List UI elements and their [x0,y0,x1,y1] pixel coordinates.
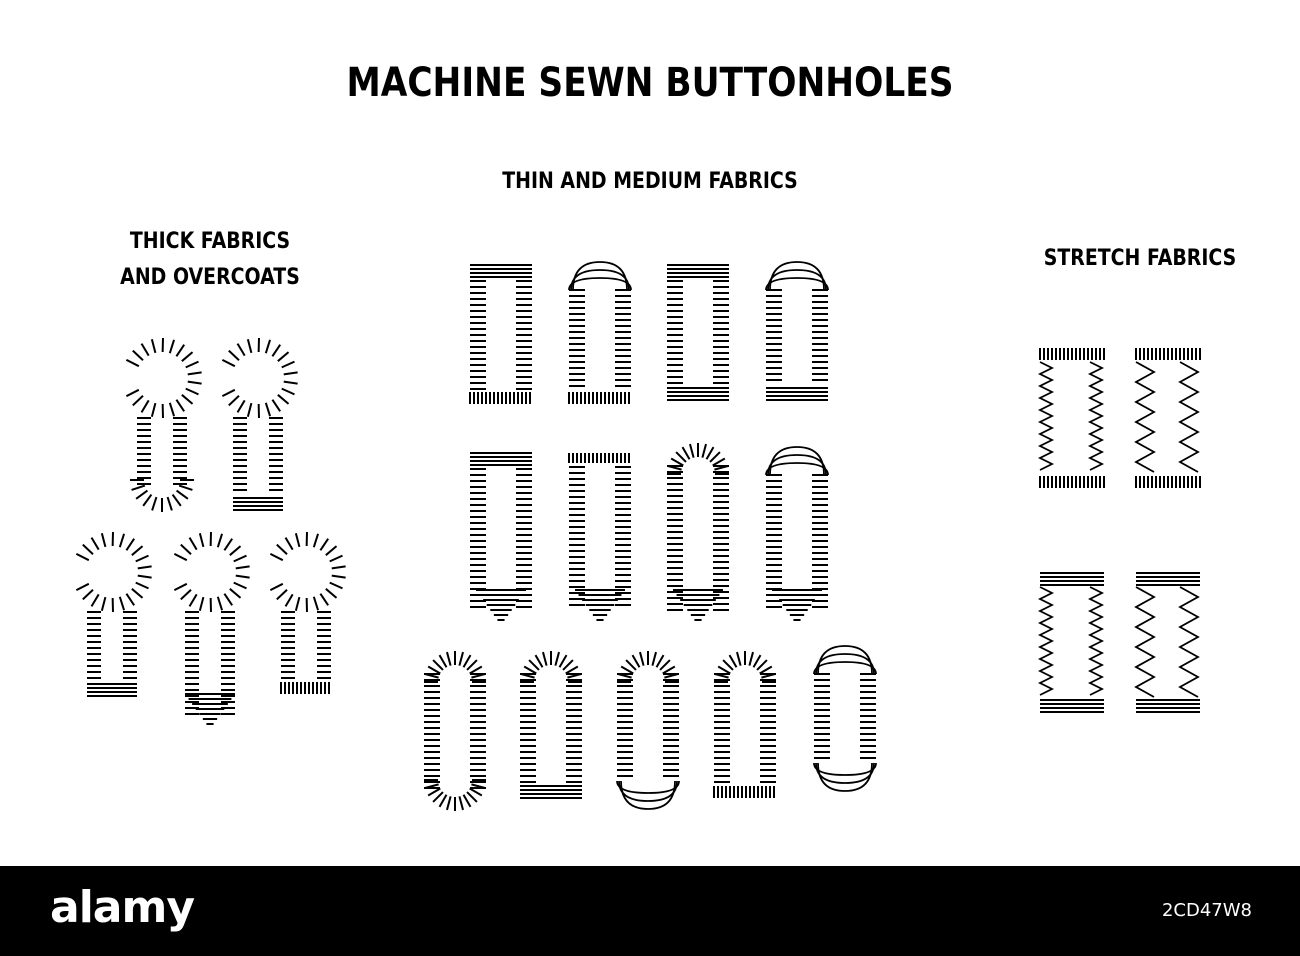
thin-buttonhole-11 [616,651,680,810]
thin-buttonhole-7 [667,443,729,621]
footer-bar: alamy 2CD47W8 [0,866,1300,956]
image-id: 2CD47W8 [1161,900,1252,921]
thin-buttonhole-13 [813,645,877,792]
thin-buttonhole-12 [713,651,776,798]
thin-buttonhole-4 [765,261,829,401]
alamy-logo: alamy [50,882,195,933]
thin-buttonhole-1 [469,264,532,404]
buttonhole-illustrations [75,261,1201,811]
thin-buttonhole-9 [424,651,486,811]
stretch-buttonhole-3 [1037,572,1105,713]
thin-buttonhole-10 [520,651,582,799]
thin-buttonhole-2 [568,261,632,404]
thick-buttonhole-2 [221,337,298,511]
stretch-buttonhole-2 [1134,348,1201,488]
thin-buttonhole-8 [765,446,829,621]
section-title-thick-line2: AND OVERCOATS [120,265,300,290]
page-title: MACHINE SEWN BUTTONHOLES [346,60,954,106]
section-title-thin-medium: THIN AND MEDIUM FABRICS [502,169,798,194]
thick-buttonhole-4 [173,531,250,725]
thin-buttonhole-6 [568,453,631,621]
thick-buttonhole-3 [75,531,152,697]
thin-buttonhole-3 [667,264,729,401]
section-title-thick-line1: THICK FABRICS [129,229,291,254]
stretch-buttonhole-1 [1037,348,1105,488]
section-title-stretch: STRETCH FABRICS [1043,246,1237,271]
thick-buttonhole-1 [125,337,202,512]
stretch-buttonhole-4 [1134,572,1200,713]
thin-buttonhole-5 [470,452,532,621]
section-title-thick: THICK FABRICS AND OVERCOATS [81,224,339,296]
thick-buttonhole-5 [269,531,346,694]
